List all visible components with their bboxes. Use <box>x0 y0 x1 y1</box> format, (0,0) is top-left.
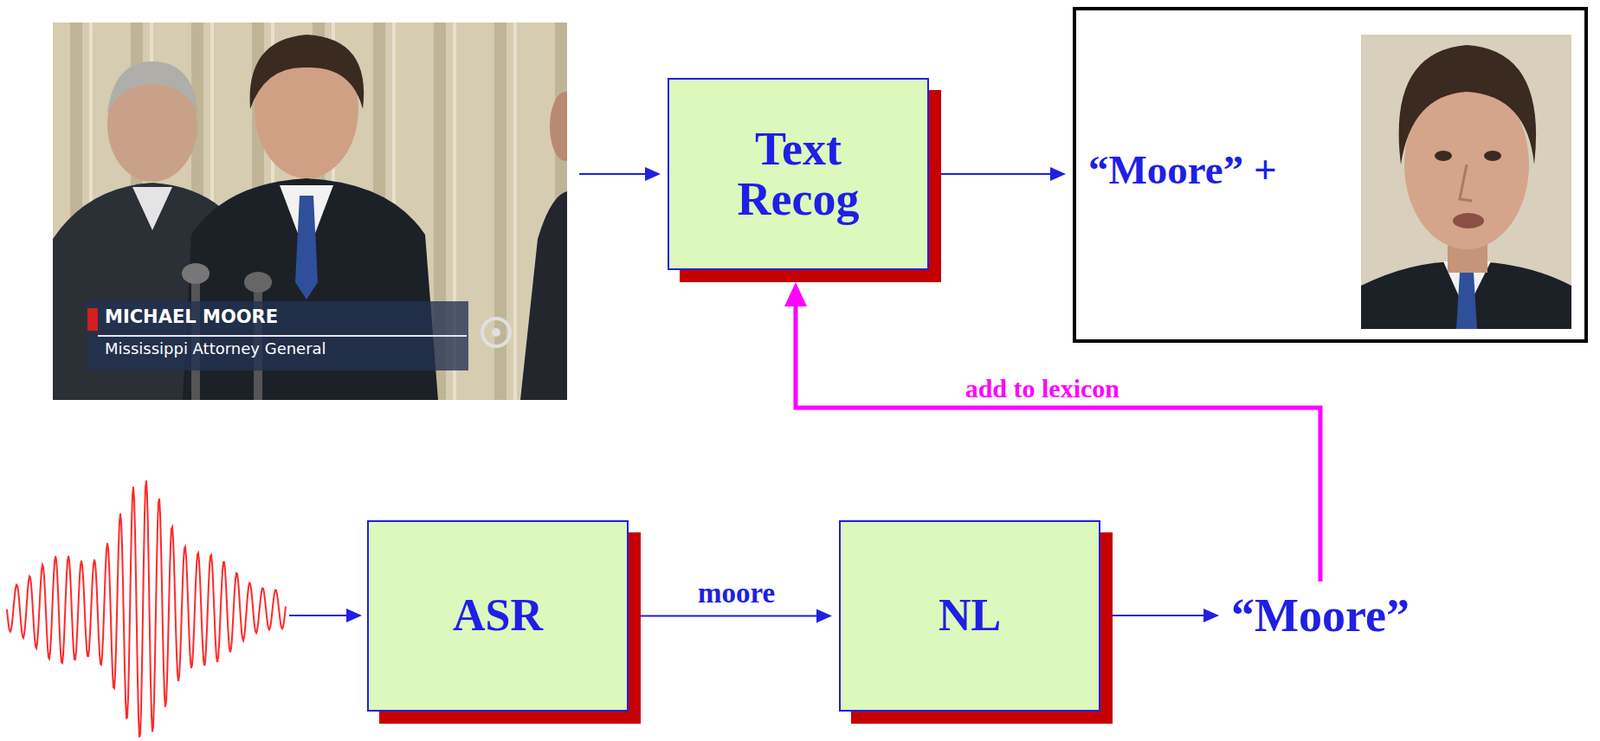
edge-label: moore <box>695 578 778 610</box>
connector-arrow <box>1112 614 1206 617</box>
wallpaper <box>52 22 568 400</box>
microphone <box>181 263 210 284</box>
mouth <box>1452 212 1484 229</box>
wallpaper-stripe <box>513 22 517 400</box>
microphone <box>244 271 272 293</box>
arrowhead <box>816 609 833 624</box>
input-arrow-line <box>289 614 349 617</box>
result-label: “Moore” <box>1231 590 1410 641</box>
face-crop <box>1361 34 1572 330</box>
caption-marker <box>87 308 98 331</box>
tie <box>295 195 318 300</box>
caption-name: MICHAEL MOORE <box>104 306 278 328</box>
nose <box>1459 164 1472 201</box>
edge-label: add to lexicon <box>962 374 1123 403</box>
box-label: NL <box>938 591 1001 640</box>
caption-rule <box>97 335 467 337</box>
waveform-trace <box>6 480 286 738</box>
person-hair <box>250 34 365 110</box>
channel-logo <box>482 318 510 347</box>
process-box: Text Recog <box>667 77 930 271</box>
tie <box>1456 272 1478 330</box>
box-label: Text Recog <box>698 123 898 226</box>
arrowhead <box>1203 608 1220 623</box>
channel-logo <box>491 328 501 337</box>
input-arrowhead <box>346 608 362 623</box>
face-background <box>1361 34 1572 330</box>
person-hair <box>107 61 199 114</box>
caption-band <box>87 301 469 371</box>
result-text: “Moore” <box>1225 587 1415 645</box>
caption-title: Mississippi Attorney General <box>104 339 327 358</box>
eye <box>1434 150 1452 162</box>
arrowhead <box>1050 167 1066 181</box>
output-box: “Moore” + <box>1072 6 1588 343</box>
arrowhead <box>645 167 661 181</box>
eye <box>1483 150 1502 162</box>
shirt <box>132 187 173 231</box>
box-label: ASR <box>452 591 543 640</box>
connector-arrow <box>941 173 1052 175</box>
connector-arrow <box>640 615 819 618</box>
process-box: ASR <box>367 520 629 712</box>
person-head <box>549 91 568 162</box>
person-body <box>520 191 568 400</box>
connector-arrow <box>579 173 647 175</box>
process-box: NL <box>838 520 1101 712</box>
output-label: “Moore” + <box>1088 148 1278 193</box>
arrowhead <box>784 282 807 307</box>
speech-waveform <box>0 467 364 741</box>
hair <box>1399 45 1536 165</box>
news-photo: MICHAEL MOORE Mississippi Attorney Genera… <box>52 22 568 400</box>
